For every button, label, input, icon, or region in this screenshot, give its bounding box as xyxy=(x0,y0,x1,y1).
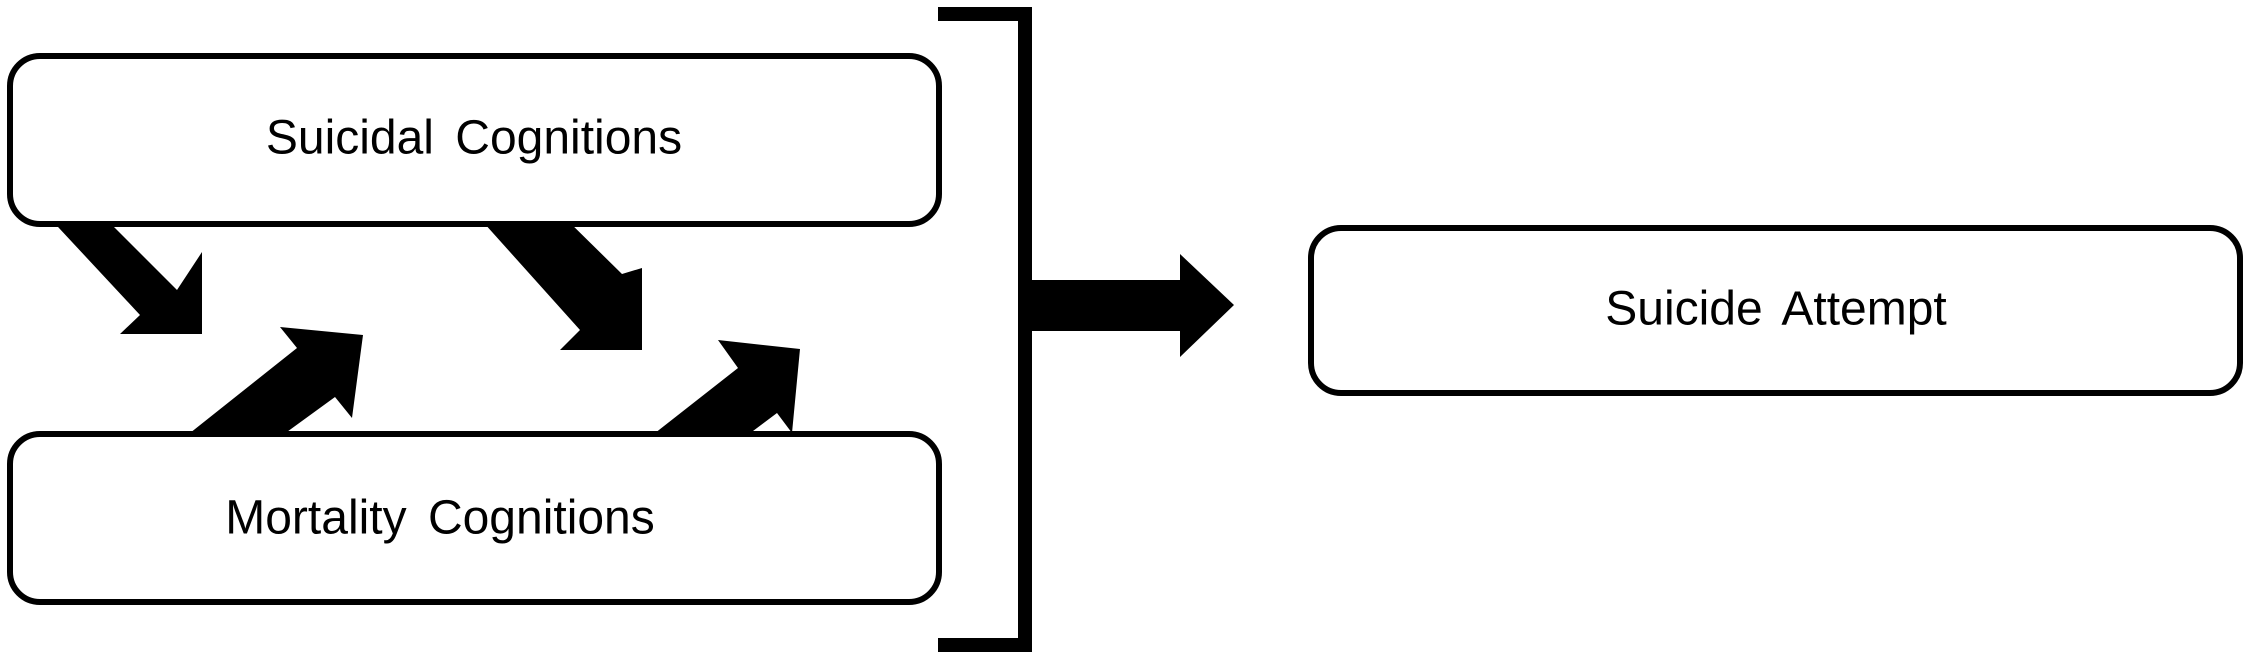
suicide-attempt-box xyxy=(1308,225,2243,396)
arrow-suicidal-to-mortality-2 xyxy=(475,213,642,350)
arrow-suicidal-to-mortality-1 xyxy=(45,213,202,334)
arrow-mortality-to-suicidal-1 xyxy=(185,327,363,437)
grouping-bracket xyxy=(938,7,1032,652)
suicidal-cognitions-label: Suicidal Cognitions xyxy=(266,112,682,165)
node-mortality-cognitions: Mortality Cognitions xyxy=(7,431,942,605)
mortality-cognitions-label: Mortality Cognitions xyxy=(225,492,655,545)
mortality-cognitions-box xyxy=(7,431,942,605)
node-suicidal-cognitions: Suicidal Cognitions xyxy=(7,53,942,227)
cross-arrows xyxy=(45,213,800,437)
suicide-attempt-label: Suicide Attempt xyxy=(1605,283,1947,336)
node-suicide-attempt: Suicide Attempt xyxy=(1308,225,2243,396)
arrow-mortality-to-suicidal-2 xyxy=(650,340,800,437)
arrow-to-suicide-attempt xyxy=(1032,254,1234,357)
suicidal-cognitions-box xyxy=(7,53,942,227)
